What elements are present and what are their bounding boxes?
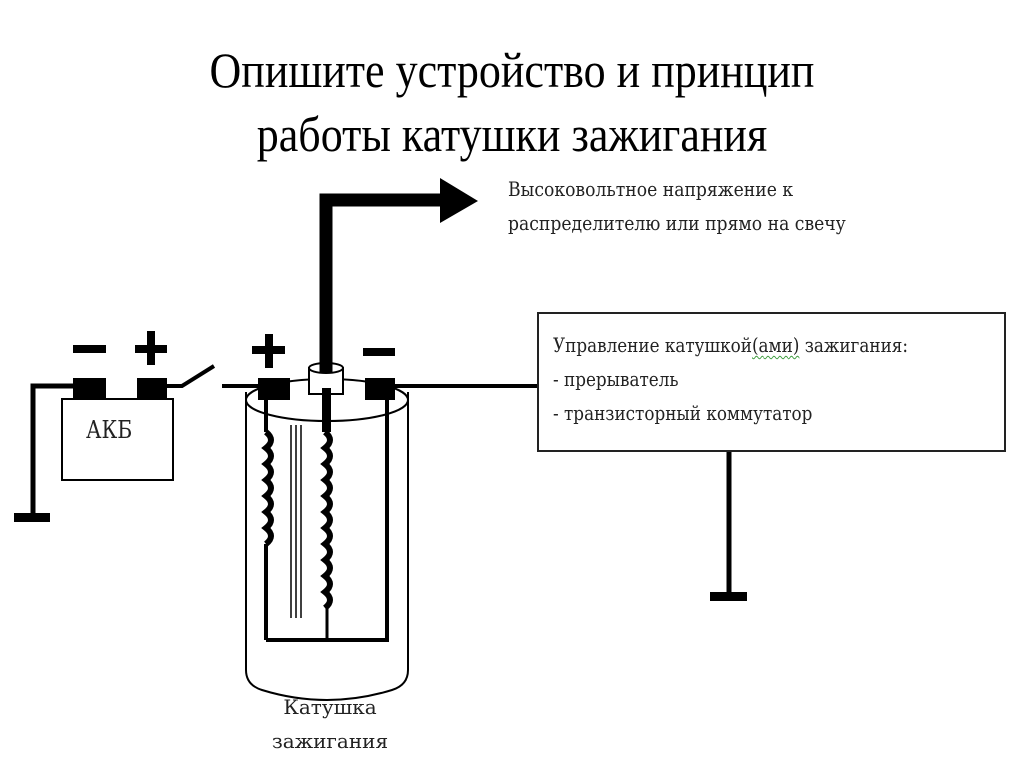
ignition-control-text: Управление катушкой(ами) зажигания: - пр… <box>553 328 908 430</box>
coil-positive-sign <box>252 334 285 368</box>
high-voltage-output-wire <box>319 193 440 372</box>
battery-body <box>61 398 174 481</box>
control-item-breaker: - прерыватель <box>553 367 679 391</box>
winding-return-wire <box>266 400 389 642</box>
coil-label: Катушка зажигания <box>240 690 420 758</box>
battery-label: АКБ <box>86 416 133 444</box>
coil-negative-terminal <box>365 378 395 400</box>
battery-negative-sign <box>73 345 106 353</box>
primary-winding <box>261 400 274 640</box>
battery-ground-wire <box>30 383 80 518</box>
slide-title-line-1: Опишите устройство и принцип <box>209 42 815 98</box>
high-voltage-arrowhead <box>440 178 478 223</box>
coil-positive-terminal <box>258 378 290 400</box>
coil-label-line-2: зажигания <box>271 729 389 753</box>
coil-label-line-1: Катушка <box>283 695 377 719</box>
ignition-switch <box>167 364 216 388</box>
high-voltage-label-line-1: Высоковольтное напряжение к <box>508 177 794 201</box>
heading-prefix: Управление катушкой <box>553 333 752 357</box>
control-item-transistor-switch: - транзисторный коммутатор <box>553 401 813 425</box>
battery-ground-symbol <box>14 513 50 522</box>
ignition-control-box <box>537 312 1006 452</box>
slide-title: Опишите устройство и принцип работы кату… <box>61 38 962 166</box>
magnetic-core <box>290 425 302 618</box>
heading-suffix: зажигания: <box>799 333 909 357</box>
slide-title-line-2: работы катушки зажигания <box>256 106 768 162</box>
coil-negative-sign <box>363 348 395 356</box>
high-voltage-label: Высоковольтное напряжение к распределите… <box>508 172 846 240</box>
control-ground-symbol <box>710 592 747 601</box>
secondary-lead <box>322 388 331 432</box>
battery-positive-terminal <box>137 378 167 400</box>
high-voltage-label-line-2: распределителю или прямо на свечу <box>508 211 846 235</box>
secondary-winding <box>320 429 333 640</box>
battery-positive-sign <box>135 331 167 365</box>
battery-negative-terminal <box>73 378 106 400</box>
ignition-control-heading: Управление катушкой(ами) зажигания: <box>553 328 908 362</box>
heading-spellcheck-word: (ами) <box>751 333 800 357</box>
